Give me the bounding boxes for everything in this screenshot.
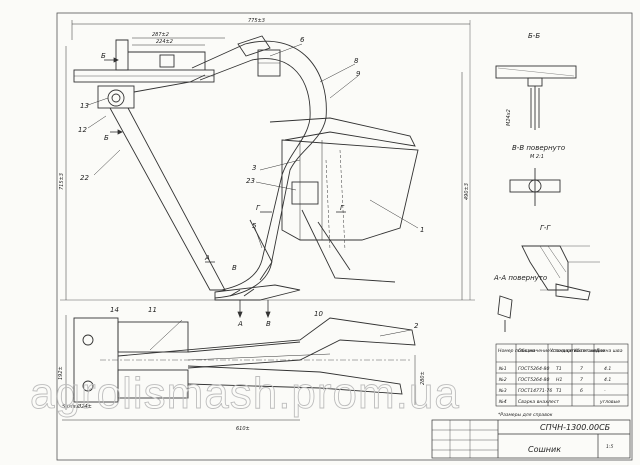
dim-top-b: 224±2 [156,39,173,45]
svg-text:Б: Б [101,52,106,60]
detail-bb-dim: M24x2 [506,109,512,126]
section-gg-title: Г-Г [540,224,551,232]
svg-text:Н1: Н1 [556,377,562,383]
sheet-scale: 1:5 [606,444,613,450]
svg-text:9: 9 [356,70,361,78]
plan-view [62,315,416,421]
svg-text:ГОСТ5264-80: ГОСТ5264-80 [518,366,549,372]
detail-vv [509,168,561,206]
svg-text:А: А [204,254,210,262]
svg-text:Т1: Т1 [556,366,562,372]
svg-text:12: 12 [78,126,87,134]
svg-text:Номер позиции: Номер позиции [498,348,535,354]
svg-text:В: В [266,320,271,328]
dim-plan-width: 610± [236,426,250,432]
svg-text:ГОСТ5264-80: ГОСТ5264-80 [518,377,549,383]
callout-numbers: 6 8 9 3 23 5 1 13 12 22 [78,36,424,234]
svg-text:угловые: угловые [599,400,620,405]
parts-table [495,343,629,407]
section-letters: Б Б А А В В Г Г [101,52,345,328]
detail-gg [521,245,600,291]
detail-aa [497,283,591,332]
svg-text:5: 5 [252,222,257,230]
svg-text:1: 1 [420,226,424,234]
svg-text:23: 23 [246,177,255,185]
dim-top-a: 287±2 [152,32,169,38]
callout-2: 2 [414,322,419,330]
sheet-frame [56,12,633,461]
drawing-number: СПЧН-1300.00СБ [540,423,611,432]
svg-text:Г: Г [340,204,345,212]
svg-text:В: В [232,264,237,272]
svg-text:3: 3 [252,164,256,172]
svg-text:6: 6 [580,388,583,394]
svg-text:4.1: 4.1 [604,377,611,383]
svg-text:22: 22 [80,174,89,182]
section-bb-title: Б-Б [528,32,540,40]
svg-text:ГОСТ14771-76: ГОСТ14771-76 [518,388,552,394]
svg-text:Обозначение стандарта: Обозначение стандарта [518,348,577,354]
callout-11: 11 [148,306,157,314]
svg-text:6: 6 [300,36,305,44]
watermark: agrolismash.prom.ua [30,369,460,418]
detail-bb [495,65,577,130]
parts-table-text: Номер позиции Обозначение стандарта Усло… [498,348,623,405]
svg-text:А: А [237,320,243,328]
svg-text:№3: №3 [498,388,507,394]
dim-bottom-holes: 5 отв.Ø24± [62,403,92,410]
svg-text:7: 7 [580,366,583,372]
dim-plan-right: 280± [420,371,426,385]
svg-text:8: 8 [354,57,359,65]
section-aa-title: А-А повернуто [493,274,547,282]
svg-text:7: 7 [580,377,583,383]
dim-overall-height: 715±3 [59,173,65,190]
callout-14: 14 [110,306,119,314]
title-block [431,419,631,459]
dim-overall-width: 775±3 [248,18,265,24]
svg-text:Б: Б [104,134,109,142]
side-view [60,20,475,301]
callout-10: 10 [314,310,323,318]
svg-text:4.1: 4.1 [604,366,611,372]
svg-text:Сварка внахлест: Сварка внахлест [518,399,559,405]
svg-text:-: - [604,389,606,394]
view-vv-scale: М 2:1 [530,154,544,160]
part-name: Сошник [528,445,561,454]
svg-text:13: 13 [80,102,89,110]
svg-text:№4: №4 [498,399,507,405]
view-vv-title: В-В повернуто [512,144,565,152]
section-arrows [104,57,346,319]
note-reference-dims: *Размеры для справок [498,412,553,418]
svg-text:Условное обозначение: Условное обозначение [550,348,605,354]
svg-text:Г: Г [256,204,261,212]
callout-leaders [87,43,419,337]
svg-text:№2: №2 [498,377,507,383]
svg-text:Т1: Т1 [556,388,562,394]
svg-text:Длина шва: Длина шва [595,348,623,354]
svg-text:Катет шва: Катет шва [574,348,600,354]
dim-plan-height: 192± [58,366,64,380]
dim-height-right: 490±3 [464,183,470,200]
svg-text:№1: №1 [498,366,507,372]
